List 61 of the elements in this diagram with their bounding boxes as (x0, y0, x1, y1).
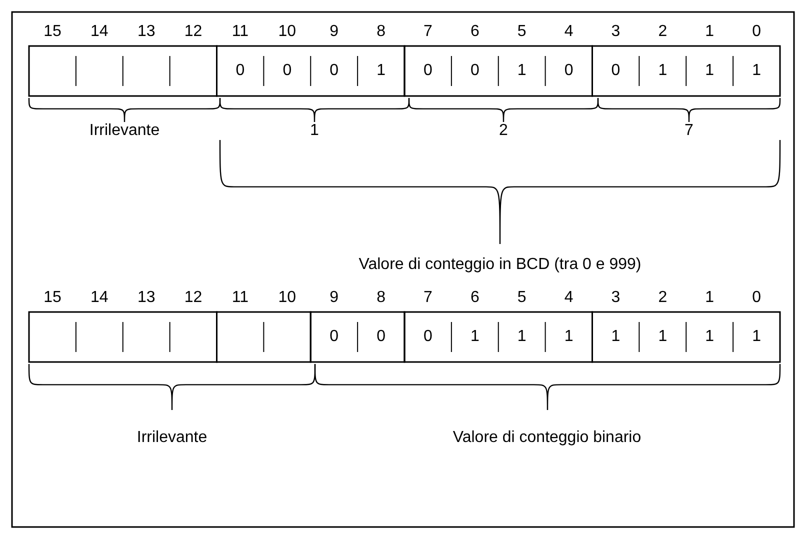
bit-value: 1 (517, 329, 526, 345)
bit-number: 12 (184, 24, 202, 40)
bit-number: 0 (752, 290, 761, 306)
group-value: 1 (310, 123, 319, 139)
bit-number: 5 (517, 290, 526, 306)
bit-number: 13 (137, 290, 156, 306)
bit-value: 1 (564, 329, 574, 345)
bit-value: 1 (752, 63, 761, 79)
bit-number: 14 (90, 290, 108, 306)
bit-number: 7 (424, 24, 432, 40)
group-value: 2 (499, 123, 508, 139)
bit-value: 0 (470, 63, 480, 79)
bit-value: 0 (611, 63, 620, 79)
bit-value: 1 (517, 63, 526, 79)
bit-value: 1 (611, 329, 620, 345)
bit-number: 3 (611, 24, 620, 40)
bit-value: 1 (705, 63, 714, 79)
bit-value: 0 (330, 63, 339, 79)
bit-number: 9 (330, 290, 339, 306)
bit-number: 15 (44, 24, 62, 40)
bit-value: 1 (376, 63, 386, 79)
bit-value: 0 (330, 329, 339, 345)
field-description: Valore di conteggio binario (452, 430, 642, 446)
bit-number: 13 (137, 24, 156, 40)
bit-value: 1 (658, 329, 668, 345)
bit-number: 7 (424, 290, 432, 306)
bit-value: 0 (424, 63, 432, 79)
bit-value: 1 (470, 329, 480, 345)
bit-number: 14 (90, 24, 108, 40)
field-description: Irrilevante (136, 430, 208, 446)
group-value: Irrilevante (89, 123, 160, 139)
bit-number: 4 (564, 290, 574, 306)
bit-number: 6 (470, 290, 480, 306)
bit-number: 9 (330, 24, 339, 40)
bit-number: 2 (658, 290, 668, 306)
bit-value: 0 (376, 329, 386, 345)
bit-number: 6 (470, 24, 480, 40)
bit-value: 1 (658, 63, 668, 79)
bit-number: 11 (232, 290, 249, 306)
bit-number: 0 (752, 24, 761, 40)
bit-number: 12 (184, 290, 202, 306)
bit-value: 1 (752, 329, 761, 345)
bit-number: 1 (705, 24, 714, 40)
group-value: 7 (684, 123, 694, 139)
bit-value: 1 (705, 329, 714, 345)
bit-value: 0 (564, 63, 574, 79)
bit-number: 1 (705, 290, 714, 306)
field-description: Valore di conteggio in BCD (tra 0 e 999) (358, 257, 642, 273)
bit-number: 11 (232, 24, 249, 40)
bit-value: 0 (424, 329, 432, 345)
bit-number: 15 (44, 290, 62, 306)
bit-number: 2 (658, 24, 668, 40)
bit-value: 0 (236, 63, 245, 79)
bit-number: 8 (376, 24, 386, 40)
bit-number: 10 (278, 24, 296, 40)
bit-value: 0 (282, 63, 292, 79)
bit-number: 8 (376, 290, 386, 306)
bit-number: 3 (611, 290, 620, 306)
bit-number: 10 (278, 290, 296, 306)
bit-number: 4 (564, 24, 574, 40)
bit-number: 5 (517, 24, 526, 40)
